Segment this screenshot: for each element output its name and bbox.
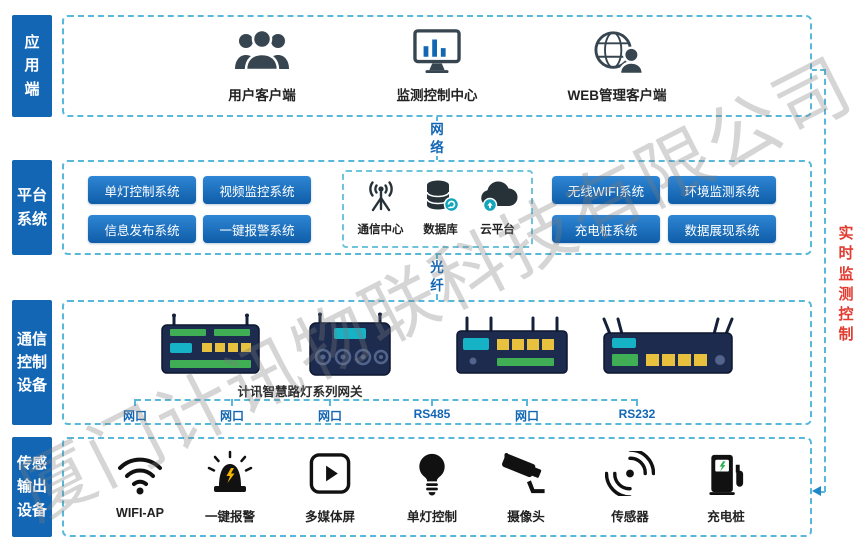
gateway-device-rtu xyxy=(158,312,263,385)
sensor-item-charger: 充电桩 xyxy=(680,451,772,525)
communication-row-box xyxy=(62,300,812,425)
ev-charger-icon xyxy=(703,451,749,501)
antenna-icon xyxy=(363,179,399,218)
port-label: 网口 xyxy=(317,409,342,423)
sensor-item-media-screen: 多媒体屏 xyxy=(284,451,376,525)
sensor-item-label: 摄像头 xyxy=(507,510,545,524)
sensor-item-alarm: 一键报警 xyxy=(184,450,276,525)
system-button-data-display: 数据展现系统 xyxy=(668,215,776,243)
system-button-wireless-wifi: 无线WIFI系统 xyxy=(552,176,660,204)
port-label: 网口 xyxy=(514,409,539,423)
sensor-item-label: 充电桩 xyxy=(707,510,745,524)
row-label-sensor-output: 传感 输出 设备 xyxy=(12,437,52,537)
realtime-monitor-label: 实 时 监 测 控 制 xyxy=(838,225,854,344)
port-label: RS232 xyxy=(618,407,656,421)
row-label-application: 应 用 端 xyxy=(12,15,52,117)
database-icon xyxy=(423,179,459,218)
realtime-vertical-line xyxy=(824,69,826,492)
system-button-single-lamp-control: 单灯控制系统 xyxy=(88,176,196,204)
system-button-video-surveillance: 视频监控系统 xyxy=(203,176,311,204)
sensor-item-lamp-control: 单灯控制 xyxy=(386,451,478,525)
port-stub xyxy=(431,399,433,406)
port-stub xyxy=(134,399,136,406)
sensor-item-sensor: 传感器 xyxy=(584,448,676,525)
port-label: 网口 xyxy=(219,409,244,423)
sensor-item-label: 传感器 xyxy=(611,510,649,524)
arrow-left-icon xyxy=(812,486,821,496)
gateway-caption: 计讯智慧路灯系列网关 xyxy=(237,385,363,399)
port-label: 网口 xyxy=(122,409,147,423)
media-screen-icon xyxy=(306,451,354,501)
sensor-item-label: 多媒体屏 xyxy=(304,510,355,524)
network-connector-label: 网 络 xyxy=(423,121,451,157)
app-item-label: WEB管理客户端 xyxy=(567,88,667,103)
gateway-device-aviation-plug xyxy=(306,312,394,385)
system-button-environment-monitoring: 环境监测系统 xyxy=(668,176,776,204)
monitor-chart-icon xyxy=(409,28,465,79)
fiber-connector-label: 光 纤 xyxy=(423,259,451,295)
port-stub xyxy=(526,399,528,406)
platform-row-box xyxy=(62,160,812,255)
center-item-label: 云平台 xyxy=(480,224,515,236)
app-item-label: 用户客户端 xyxy=(228,88,296,103)
wifi-icon xyxy=(115,452,165,501)
port-stub xyxy=(231,399,233,406)
cloud-icon xyxy=(478,179,518,218)
alarm-light-icon xyxy=(205,450,255,501)
center-item-label: 数据库 xyxy=(423,224,458,236)
sensor-item-label: 一键报警 xyxy=(204,510,255,524)
signal-icon xyxy=(604,448,656,501)
bulb-icon xyxy=(410,451,454,501)
gateway-device-industrial-router xyxy=(598,314,738,383)
app-item-web-client: WEB管理客户端 xyxy=(557,28,677,104)
application-row-box xyxy=(62,15,812,117)
system-button-one-key-alarm: 一键报警系统 xyxy=(203,215,311,243)
realtime-top-link xyxy=(812,69,825,71)
app-item-label: 监测控制中心 xyxy=(396,88,478,103)
app-item-user-client: 用户客户端 xyxy=(202,28,322,104)
row-label-platform: 平台 系统 xyxy=(12,160,52,255)
center-item-cloud: 云平台 xyxy=(478,179,518,237)
port-label: RS485 xyxy=(413,407,451,421)
system-button-charging-pile: 充电桩系统 xyxy=(552,215,660,243)
system-button-info-publishing: 信息发布系统 xyxy=(88,215,196,243)
sensor-item-label: 单灯控制 xyxy=(406,510,457,524)
sensor-item-camera: 摄像头 xyxy=(480,451,572,525)
sensor-item-wifi-ap: WIFI-AP xyxy=(94,452,186,520)
port-stub xyxy=(329,399,331,406)
users-icon xyxy=(233,28,291,79)
center-item-comm-center: 通信中心 xyxy=(358,179,404,237)
gateway-device-router xyxy=(453,314,571,383)
globe-user-icon xyxy=(588,28,646,79)
center-item-label: 通信中心 xyxy=(357,224,404,236)
port-stub xyxy=(636,399,638,406)
app-item-monitor-center: 监测控制中心 xyxy=(377,28,497,104)
center-item-database: 数据库 xyxy=(423,179,459,237)
cctv-camera-icon xyxy=(500,451,552,501)
port-bus-line xyxy=(135,399,637,401)
row-label-communication: 通信 控制 设备 xyxy=(12,300,52,425)
realtime-bottom-link xyxy=(820,491,825,493)
platform-core-box: 通信中心 数据库 xyxy=(342,170,533,248)
sensor-item-label: WIFI-AP xyxy=(116,506,164,520)
sensor-row-box xyxy=(62,437,812,537)
